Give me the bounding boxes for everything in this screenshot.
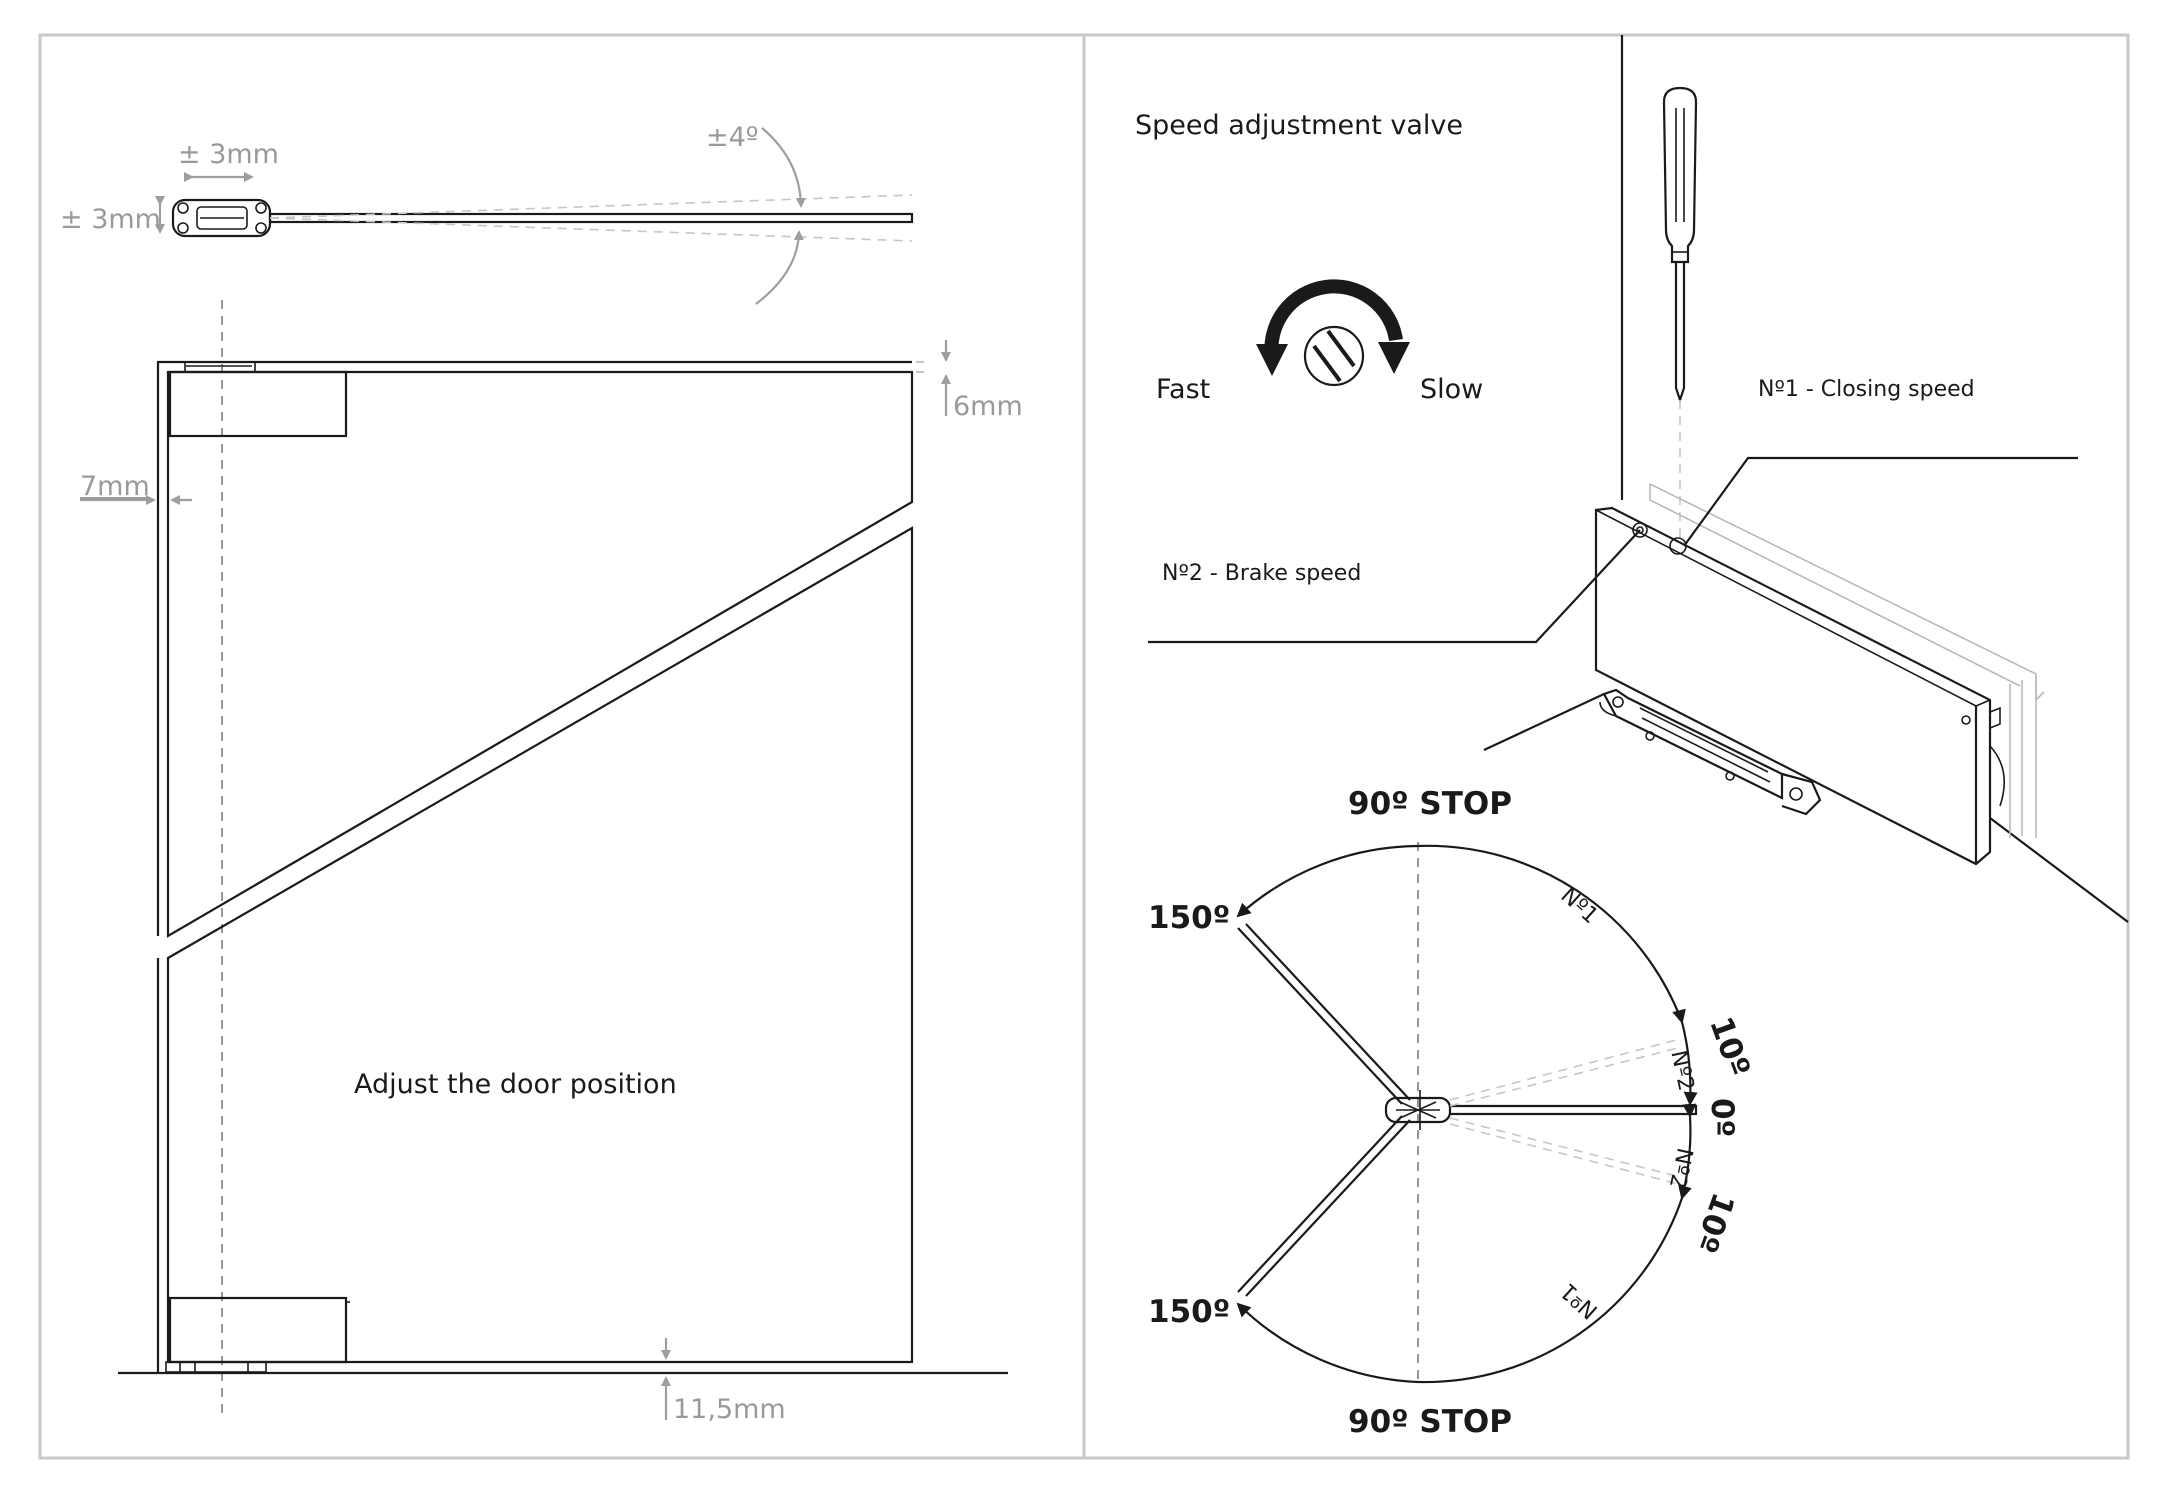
left-panel-frame [38, 33, 1086, 1460]
gap-bottom-label: 11,5mm [673, 1394, 786, 1425]
top-patch-fitting [168, 370, 348, 438]
angle-hinge [1384, 1090, 1452, 1130]
rotation-arc-bottom [755, 230, 804, 305]
leaf-open-bottom [1237, 1115, 1411, 1297]
arc-n1-bottom [1417, 1197, 1684, 1384]
glass-panel-ghost [1649, 483, 2037, 838]
left-panel: ± 3mm ± 3mm ±4º 6mm [60, 122, 1023, 1425]
door-frame-top [156, 360, 912, 936]
leaf-ghost-plus10 [1449, 1039, 1679, 1107]
angle-plus10: 10º [1702, 1012, 1757, 1081]
zone-n2-bottom: Nº2 [1664, 1146, 1697, 1191]
right-title: Speed adjustment valve [1135, 110, 1463, 141]
right-panel-frame [1082, 33, 2130, 1460]
rotation-arc-top [761, 127, 806, 208]
patch-fitting-3d [1594, 506, 2006, 866]
right-panel: Speed adjustment valve Fast Slow [1135, 35, 2129, 1440]
angle-bottom-stop: 90º STOP [1348, 1404, 1512, 1440]
arc-n1-top [1417, 844, 1684, 1023]
angle-bottom-open: 150º [1148, 1294, 1230, 1330]
leader-closing-speed [1683, 456, 2078, 547]
angle-minus10: 10º [1686, 1188, 1741, 1257]
dim-horizontal-label: ± 3mm [178, 139, 279, 170]
glass-leaf-upper [166, 370, 914, 938]
angle-top-stop: 90º STOP [1348, 786, 1512, 822]
zone-n1-bottom: Nº1 [1556, 1278, 1603, 1324]
valve-adjust-icon [1256, 279, 1410, 387]
arc-n2-top [1672, 1008, 1698, 1106]
valve1-label: Nº1 - Closing speed [1758, 377, 1975, 402]
dim-vertical-label: ± 3mm [60, 204, 161, 235]
bottom-patch-fitting [168, 1296, 348, 1364]
fast-label: Fast [1156, 374, 1210, 405]
floor-edge-left [1483, 693, 1605, 751]
slow-label: Slow [1420, 374, 1483, 405]
arc-n1-top-to-150 [1236, 844, 1419, 918]
gap-side-label: 7mm [80, 471, 150, 502]
left-caption: Adjust the door position [354, 1069, 677, 1100]
rotation-label: ±4º [706, 122, 759, 153]
gap-top-label: 6mm [953, 391, 1023, 422]
leader-brake-speed [1148, 529, 1641, 644]
leaf-closed [1450, 1104, 1698, 1116]
glass-leaf-lower [166, 526, 914, 1364]
angle-zero: 0º [1704, 1098, 1740, 1137]
wall-floor-edge [1989, 817, 2129, 923]
zone-n2-top: Nº2 [1665, 1048, 1698, 1093]
arc-n2-bottom [1678, 1103, 1697, 1200]
leaf-ghost-minus10 [1449, 1117, 1679, 1185]
valve2-label: Nº2 - Brake speed [1162, 561, 1361, 586]
angle-top-open: 150º [1148, 900, 1230, 936]
arc-n1-bottom-to-150 [1236, 1302, 1419, 1384]
leaf-open-top [1237, 923, 1411, 1105]
screwdriver-icon [1662, 86, 1698, 540]
zone-n1-top: Nº1 [1556, 883, 1603, 929]
